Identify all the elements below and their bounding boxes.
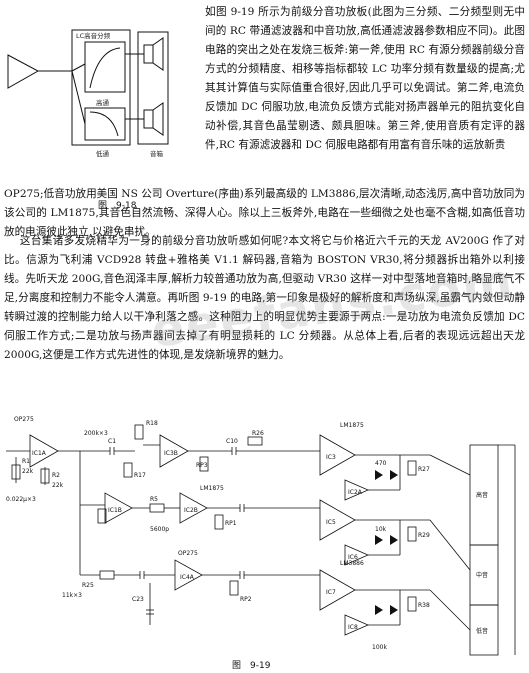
label-10k: 10k [375, 526, 387, 533]
label-r26: R26 [252, 430, 264, 437]
figure-9-18-caption: 图 9-18 [98, 201, 137, 211]
figure-9-19-schematic: OP275 IC1A R1 22k R2 22k C1 200k×3 R18 R… [6, 416, 516, 656]
label-high-speaker: 高音 [476, 491, 488, 499]
speaker-label: 音箱 [150, 150, 163, 158]
label-lm1875-high: LM1875 [340, 422, 364, 429]
label-op275-low: OP275 [178, 550, 198, 557]
label-op275-top: OP275 [14, 416, 34, 423]
op-amp-ic1b [104, 492, 133, 524]
servo-ic2a [344, 479, 370, 501]
label-low-speaker: 低音 [476, 627, 488, 635]
label-ic2b: IC2B [184, 507, 198, 514]
label-r18: R18 [146, 420, 158, 427]
label-ic4a: IC4A [180, 574, 195, 581]
label-rp1: RP1 [225, 520, 237, 527]
paragraph-3: 这台集诸多发烧精华为一身的前级分音功放听感如何呢?本文将它与价格近六千元的天龙 … [4, 235, 525, 361]
op-amp-ic4a [174, 559, 203, 591]
label-rp3: RP3 [196, 462, 208, 469]
label-r2-value: 22k [52, 482, 64, 489]
label-ic1a: IC1A [32, 450, 47, 457]
label-mid-speaker: 中音 [476, 571, 488, 579]
label-ic3: IC3 [326, 454, 336, 461]
power-amp-ic5 [319, 499, 356, 541]
label-200k: 200k×3 [84, 430, 108, 437]
schematic-diodes [375, 470, 398, 615]
label-r1-value: 22k [22, 468, 34, 475]
label-0022: 0.022μ×3 [6, 496, 36, 503]
label-11k: 11k×3 [62, 592, 82, 599]
label-470: 470 [375, 460, 387, 467]
label-r29: R29 [418, 532, 430, 539]
label-r2: R2 [52, 472, 60, 479]
label-lm3886: LM3886 [340, 560, 364, 567]
label-ic2a: IC2A [348, 489, 363, 496]
label-ic1b: IC1B [108, 507, 122, 514]
label-c23: C23 [132, 596, 144, 603]
label-c10: C10 [226, 438, 238, 445]
figure-9-19-caption: 图 9-19 [232, 661, 271, 671]
paragraph-2: OP275;低音功放用美国 NS 公司 Overture(序曲)系列最高级的 L… [4, 188, 525, 238]
label-5600: 5600p [150, 526, 169, 533]
label-r27: R27 [418, 466, 430, 473]
op-amp-ic3b [159, 434, 189, 468]
label-ic5: IC5 [326, 519, 336, 526]
label-r1: R1 [22, 458, 30, 465]
power-amp-ic3 [319, 434, 356, 476]
low-pass-label: 低通 [96, 150, 109, 158]
op-amp-ic2b [179, 492, 208, 524]
label-ic3b: IC3B [164, 450, 178, 457]
label-r38: R38 [418, 602, 430, 609]
figure-9-18: LC高音分频 高通 低通 音箱 [0, 0, 200, 215]
paragraph-1: 如图 9-19 所示为前级分音功放板(此图为三分频、二分频型则无中间的 RC 带… [205, 6, 525, 151]
label-r5: R5 [150, 496, 158, 503]
label-ic7: IC7 [326, 589, 336, 596]
label-c1: C1 [108, 438, 116, 445]
label-lm1875-mid: LM1875 [200, 485, 224, 492]
high-pass-label: 高通 [96, 99, 109, 107]
label-r17: R17 [134, 472, 146, 479]
label-ic6: IC6 [348, 554, 358, 561]
servo-ic6 [344, 544, 370, 566]
servo-ic8 [344, 614, 370, 636]
figure-9-18-diagram [7, 29, 169, 146]
label-rp2: RP2 [240, 596, 252, 603]
label-ic8: IC8 [348, 624, 358, 631]
lc-crossover-label: LC高音分频 [76, 32, 111, 40]
label-r25: R25 [82, 582, 94, 589]
schematic-wires [6, 424, 516, 656]
power-amp-ic7 [319, 569, 356, 611]
label-100k: 100k [372, 644, 387, 651]
